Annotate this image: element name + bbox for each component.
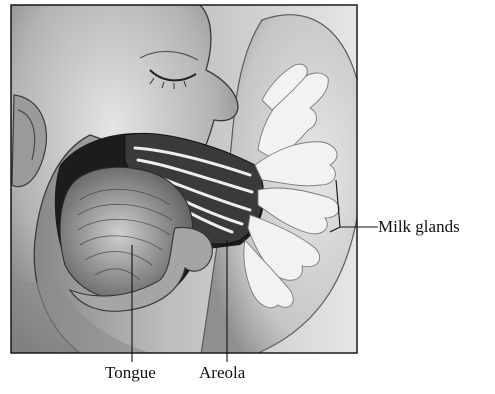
illustration-content <box>11 5 364 360</box>
label-areola: Areola <box>199 364 245 381</box>
label-tongue: Tongue <box>105 364 156 381</box>
label-milk-glands: Milk glands <box>378 218 460 235</box>
